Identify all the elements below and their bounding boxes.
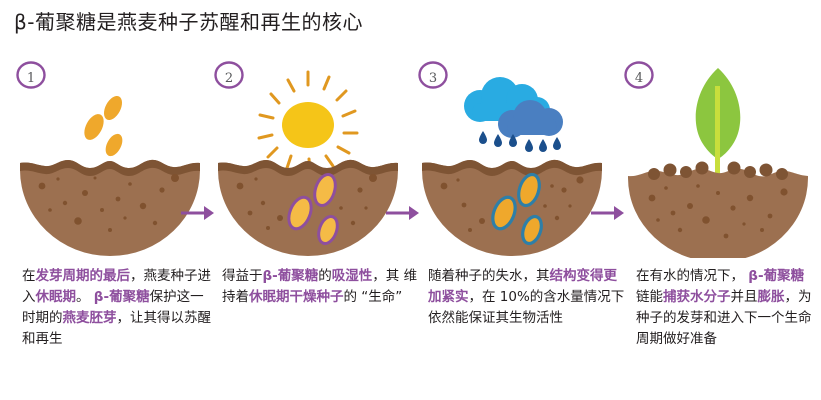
caption-text: 在 (22, 268, 36, 284)
rain-cloud-icon (464, 77, 563, 152)
sprout-icon (695, 68, 741, 179)
step-panel-4: 4 (618, 58, 818, 258)
caption-highlight: 休眠期干燥种子 (249, 289, 344, 305)
step-number-circle-1: 1 (14, 60, 48, 92)
caption-text: ，在 10%的含水量情况下依然能保证其生物活性 (428, 289, 625, 326)
step-panel-2: 2 (208, 58, 408, 258)
caption-highlight: 休眠期 (35, 289, 77, 305)
soil-bowl (218, 159, 398, 256)
step-number-circle-3: 3 (416, 60, 450, 92)
caption-text: 并且 (730, 289, 758, 305)
hand-drawn-circle-icon (16, 61, 46, 89)
illustration-step-4 (628, 68, 808, 258)
illustration-step-1 (20, 95, 200, 256)
arrow-step1-to-step2 (181, 206, 214, 220)
page-title: β-葡聚糖是燕麦种子苏醒和再生的核心 (14, 10, 363, 34)
arrow-right-icon (591, 206, 624, 220)
caption-highlight: 燕麦胚芽 (62, 310, 117, 326)
arrow-right-icon (181, 206, 214, 220)
arrow-right-icon (386, 206, 419, 220)
step-caption-2: 得益于β-葡聚糖的吸湿性，其 维持着休眠期干燥种子的 “生命” (222, 266, 418, 308)
illustration-step-3 (422, 77, 602, 256)
caption-highlight: 发芽周期的最后 (35, 268, 131, 284)
step-panel-3: 3 (412, 58, 612, 258)
caption-text: 。 (76, 289, 94, 305)
caption-text: ，为种子的发芽和进入下一个生命周期做好准备 (636, 289, 812, 347)
caption-highlight: 捕获水分子 (663, 289, 731, 305)
soil-crust-bumps (648, 161, 788, 180)
caption-highlight: β-葡聚糖 (93, 289, 150, 305)
caption-text: ，其 维持着 (222, 268, 418, 305)
soil-speckles (648, 184, 788, 239)
caption-text: ，燕麦种子进入 (22, 268, 211, 305)
step-panel-1: 1 (10, 58, 210, 258)
caption-highlight: 吸湿性 (331, 268, 373, 284)
caption-text: 在有水的情况下， (636, 268, 749, 284)
seeds-falling-icon (84, 95, 123, 157)
buried-seeds-hydrating (491, 172, 543, 246)
soil-bowl (422, 159, 602, 256)
illustration-step-2 (218, 70, 398, 256)
caption-text: 保护这一时期的 (22, 289, 204, 326)
sun-icon (257, 70, 359, 174)
raindrops (479, 131, 561, 152)
step-number-label-4: 4 (634, 71, 644, 86)
caption-text: 链能 (636, 289, 663, 305)
step-number-label-1: 1 (26, 71, 36, 86)
caption-text: 随着种子的失水，其 (428, 268, 550, 284)
caption-text: 得益于 (222, 268, 263, 284)
soil-speckles (38, 174, 179, 232)
step-number-circle-4: 4 (622, 60, 656, 92)
hand-drawn-circle-icon (624, 61, 654, 89)
soil-bowl (20, 159, 200, 256)
arrow-step2-to-step3 (386, 206, 419, 220)
caption-highlight: β-葡聚糖 (748, 268, 805, 284)
caption-text: 的 “生命” (343, 289, 403, 305)
caption-highlight: 膨胀 (757, 289, 785, 305)
step-number-circle-2: 2 (212, 60, 246, 92)
step-number-label-2: 2 (224, 71, 234, 86)
hand-drawn-circle-icon (418, 61, 448, 89)
caption-highlight: β-葡聚糖 (262, 268, 319, 284)
arrow-step3-to-step4 (591, 206, 624, 220)
step-caption-3: 随着种子的失水，其结构变得更加紧实，在 10%的含水量情况下依然能保证其生物活性 (428, 266, 626, 329)
buried-seeds-dormant (287, 173, 339, 245)
caption-highlight: 结构变得更加紧实 (428, 268, 617, 305)
step-caption-1: 在发芽周期的最后，燕麦种子进入休眠期。 β-葡聚糖保护这一时期的燕麦胚芽，让其得… (22, 266, 212, 350)
soil-mound (628, 161, 808, 258)
step-caption-4: 在有水的情况下， β-葡聚糖链能捕获水分子并且膨胀，为种子的发芽和进入下一个生命… (636, 266, 816, 350)
caption-text: ，让其得以苏醒和再生 (22, 310, 211, 347)
hand-drawn-circle-icon (214, 61, 244, 89)
caption-text: 的 (318, 268, 332, 284)
step-number-label-3: 3 (428, 71, 438, 86)
